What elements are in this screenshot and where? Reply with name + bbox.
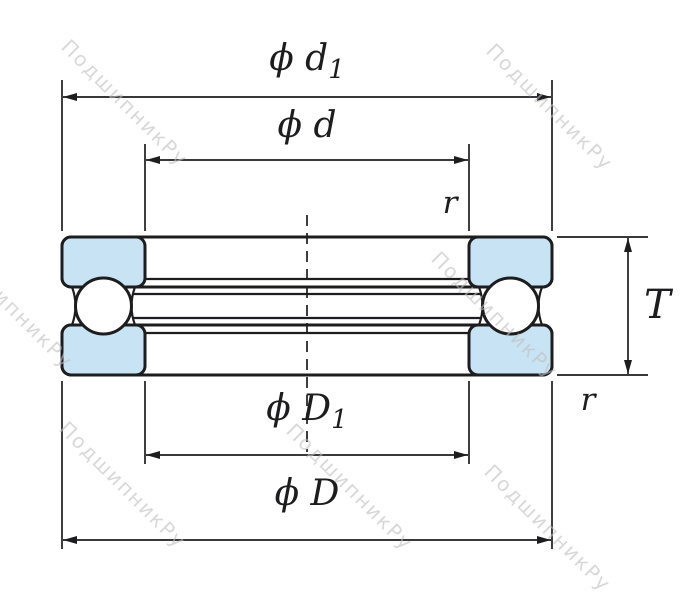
arrowhead-T-top (624, 238, 632, 252)
dim-label-d: ϕ d (277, 105, 336, 146)
arrowhead-T-bottom (624, 360, 632, 374)
height-label-T: T (644, 282, 674, 328)
arrowhead-d1-right (537, 93, 551, 101)
labels: ϕ d1 ϕ d r T r ϕ D1 ϕ D (266, 38, 674, 514)
dimensions (61, 80, 648, 549)
fillet-label-top-r: r (443, 185, 460, 221)
cage-claw-right-inner (477, 286, 484, 326)
arrowhead-d-left (146, 156, 160, 164)
fillet-label-bottom-r: r (581, 382, 598, 418)
arrowhead-D1-left (146, 451, 160, 459)
arrowhead-d1-left (63, 93, 77, 101)
arrowhead-D-right (537, 536, 551, 544)
dim-label-D: ϕ D (275, 473, 340, 514)
watermark-text: ПодшипникРу (479, 460, 616, 597)
ball-left (74, 276, 133, 336)
watermark-text: ПодшипникРу (56, 35, 193, 172)
cage-claw-left-inner (130, 286, 137, 326)
dim-label-D1: ϕ D1 (266, 388, 347, 435)
watermark-text: ПодшипникРу (481, 39, 618, 176)
arrowhead-D-left (63, 536, 77, 544)
arrowhead-D1-right (454, 451, 468, 459)
cage-claw-left-outer (70, 286, 77, 326)
watermark-text: ПодшипникРу (54, 417, 191, 554)
arrowhead-d-right (454, 156, 468, 164)
dim-label-d1: ϕ d1 (269, 38, 345, 85)
cage-claw-right-outer (537, 286, 544, 326)
bearing-section (60, 215, 554, 452)
